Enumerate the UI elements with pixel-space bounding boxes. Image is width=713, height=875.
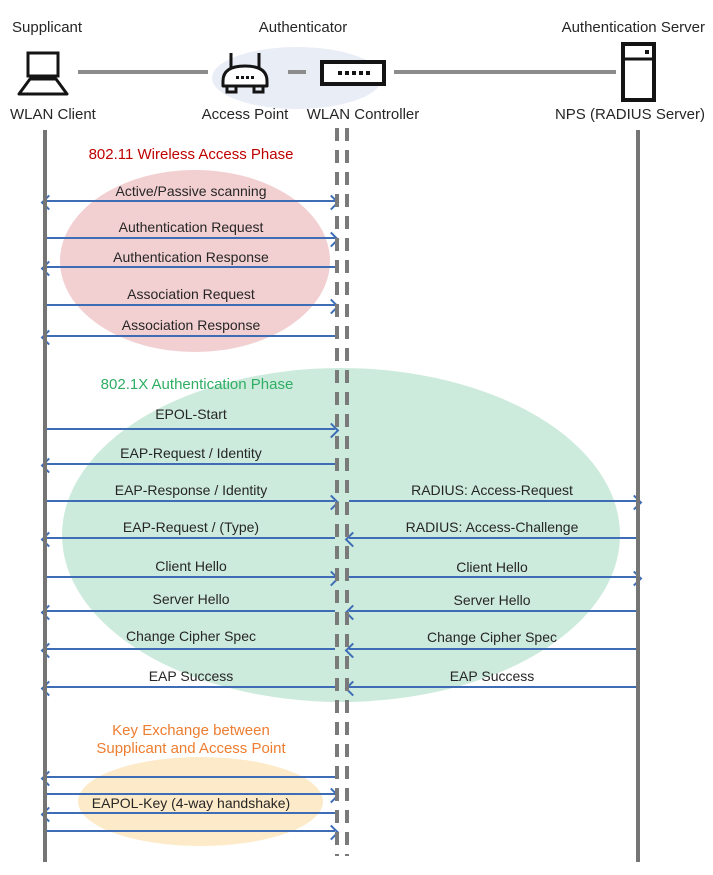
- arrow-eap-response-identity: [45, 500, 335, 502]
- arrow-client-hello-right: [349, 576, 638, 578]
- arrow-radius-access-challenge: [349, 537, 638, 539]
- arrow-change-cipher-spec-right: [349, 648, 638, 650]
- phase3-title: Key Exchange between Supplicant and Acce…: [96, 722, 285, 758]
- message-label: EAP Success: [449, 668, 535, 684]
- arrow-association-response: [45, 335, 335, 337]
- message-label: Association Request: [127, 286, 255, 302]
- server-icon: [621, 42, 657, 102]
- message-label: Change Cipher Spec: [126, 628, 256, 644]
- node-wlan-controller: WLAN Controller: [306, 106, 420, 123]
- arrow-radius-access-request: [349, 500, 638, 502]
- arrow-eap-success-right: [349, 686, 638, 688]
- message-label: EPOL-Start: [155, 406, 227, 422]
- arrow-change-cipher-spec-left: [45, 648, 335, 650]
- arrow-client-hello-left: [45, 576, 335, 578]
- connector-client-ap: [78, 70, 208, 74]
- message-label: Authentication Request: [118, 219, 264, 235]
- role-authentication-server: Authentication Server: [561, 19, 705, 36]
- message-label: EAP-Response / Identity: [114, 482, 268, 498]
- arrow-server-hello-left: [45, 610, 335, 612]
- node-access-point: Access Point: [201, 106, 289, 123]
- role-authenticator: Authenticator: [258, 19, 348, 36]
- node-nps-radius-server: NPS (RADIUS Server): [554, 106, 705, 123]
- phase3-title-line2: Supplicant and Access Point: [96, 740, 286, 757]
- message-label: Authentication Response: [113, 249, 269, 265]
- lifeline-nps-server: [636, 130, 640, 862]
- arrow-authentication-response: [45, 266, 335, 268]
- arrow-eap-request-type: [45, 537, 335, 539]
- message-label: EAP Success: [148, 668, 234, 684]
- connector-ap-controller: [288, 70, 306, 74]
- arrow-eapol-key-4: [45, 830, 335, 832]
- message-label: EAP-Request / Identity: [120, 445, 262, 461]
- node-wlan-client: WLAN Client: [10, 106, 96, 123]
- phase1-title: 802.11 Wireless Access Phase: [88, 146, 294, 163]
- message-label: RADIUS: Access-Request: [411, 482, 573, 498]
- message-label: Active/Passive scanning: [115, 183, 267, 199]
- message-label: Server Hello: [152, 591, 230, 607]
- lifeline-wlan-controller-dashed-2: [345, 128, 349, 856]
- arrow-association-request: [45, 304, 335, 306]
- arrow-eapol-key-1: [45, 776, 335, 778]
- lifeline-wlan-client: [43, 130, 47, 862]
- message-label: Client Hello: [155, 558, 227, 574]
- arrow-epol-start: [45, 428, 335, 430]
- laptop-icon: [10, 50, 76, 98]
- arrow-eap-request-identity: [45, 463, 335, 465]
- message-label: EAP-Request / (Type): [122, 519, 260, 535]
- connector-controller-server: [394, 70, 616, 74]
- phase2-ellipse: [62, 368, 620, 702]
- message-label: RADIUS: Access-Challenge: [405, 519, 579, 535]
- role-supplicant: Supplicant: [12, 19, 83, 36]
- arrow-eapol-key-3: [45, 812, 335, 814]
- lifeline-wlan-controller-dashed-1: [335, 128, 339, 856]
- arrow-eapol-key-2: [45, 793, 335, 795]
- message-label: EAPOL-Key (4-way handshake): [91, 795, 291, 811]
- wlan-controller-icon: [320, 60, 386, 86]
- arrow-eap-success-left: [45, 686, 335, 688]
- phase3-title-line1: Key Exchange between: [112, 722, 270, 739]
- message-label: Client Hello: [456, 559, 528, 575]
- message-label: Association Response: [121, 317, 261, 333]
- arrow-server-hello-right: [349, 610, 638, 612]
- arrow-authentication-request: [45, 237, 335, 239]
- arrow-active-passive-scanning: [45, 200, 335, 202]
- access-point-icon: [218, 50, 272, 100]
- message-label: Change Cipher Spec: [427, 629, 557, 645]
- phase2-title: 802.1X Authentication Phase: [100, 376, 294, 393]
- message-label: Server Hello: [453, 592, 531, 608]
